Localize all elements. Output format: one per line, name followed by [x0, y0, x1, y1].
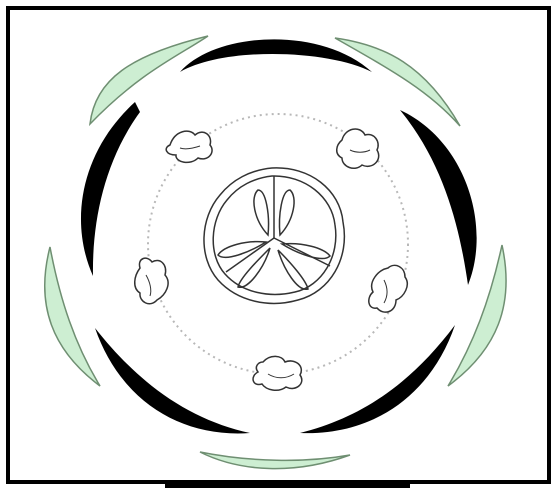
floral-diagram-frame	[0, 0, 557, 490]
floral-diagram	[0, 0, 557, 490]
